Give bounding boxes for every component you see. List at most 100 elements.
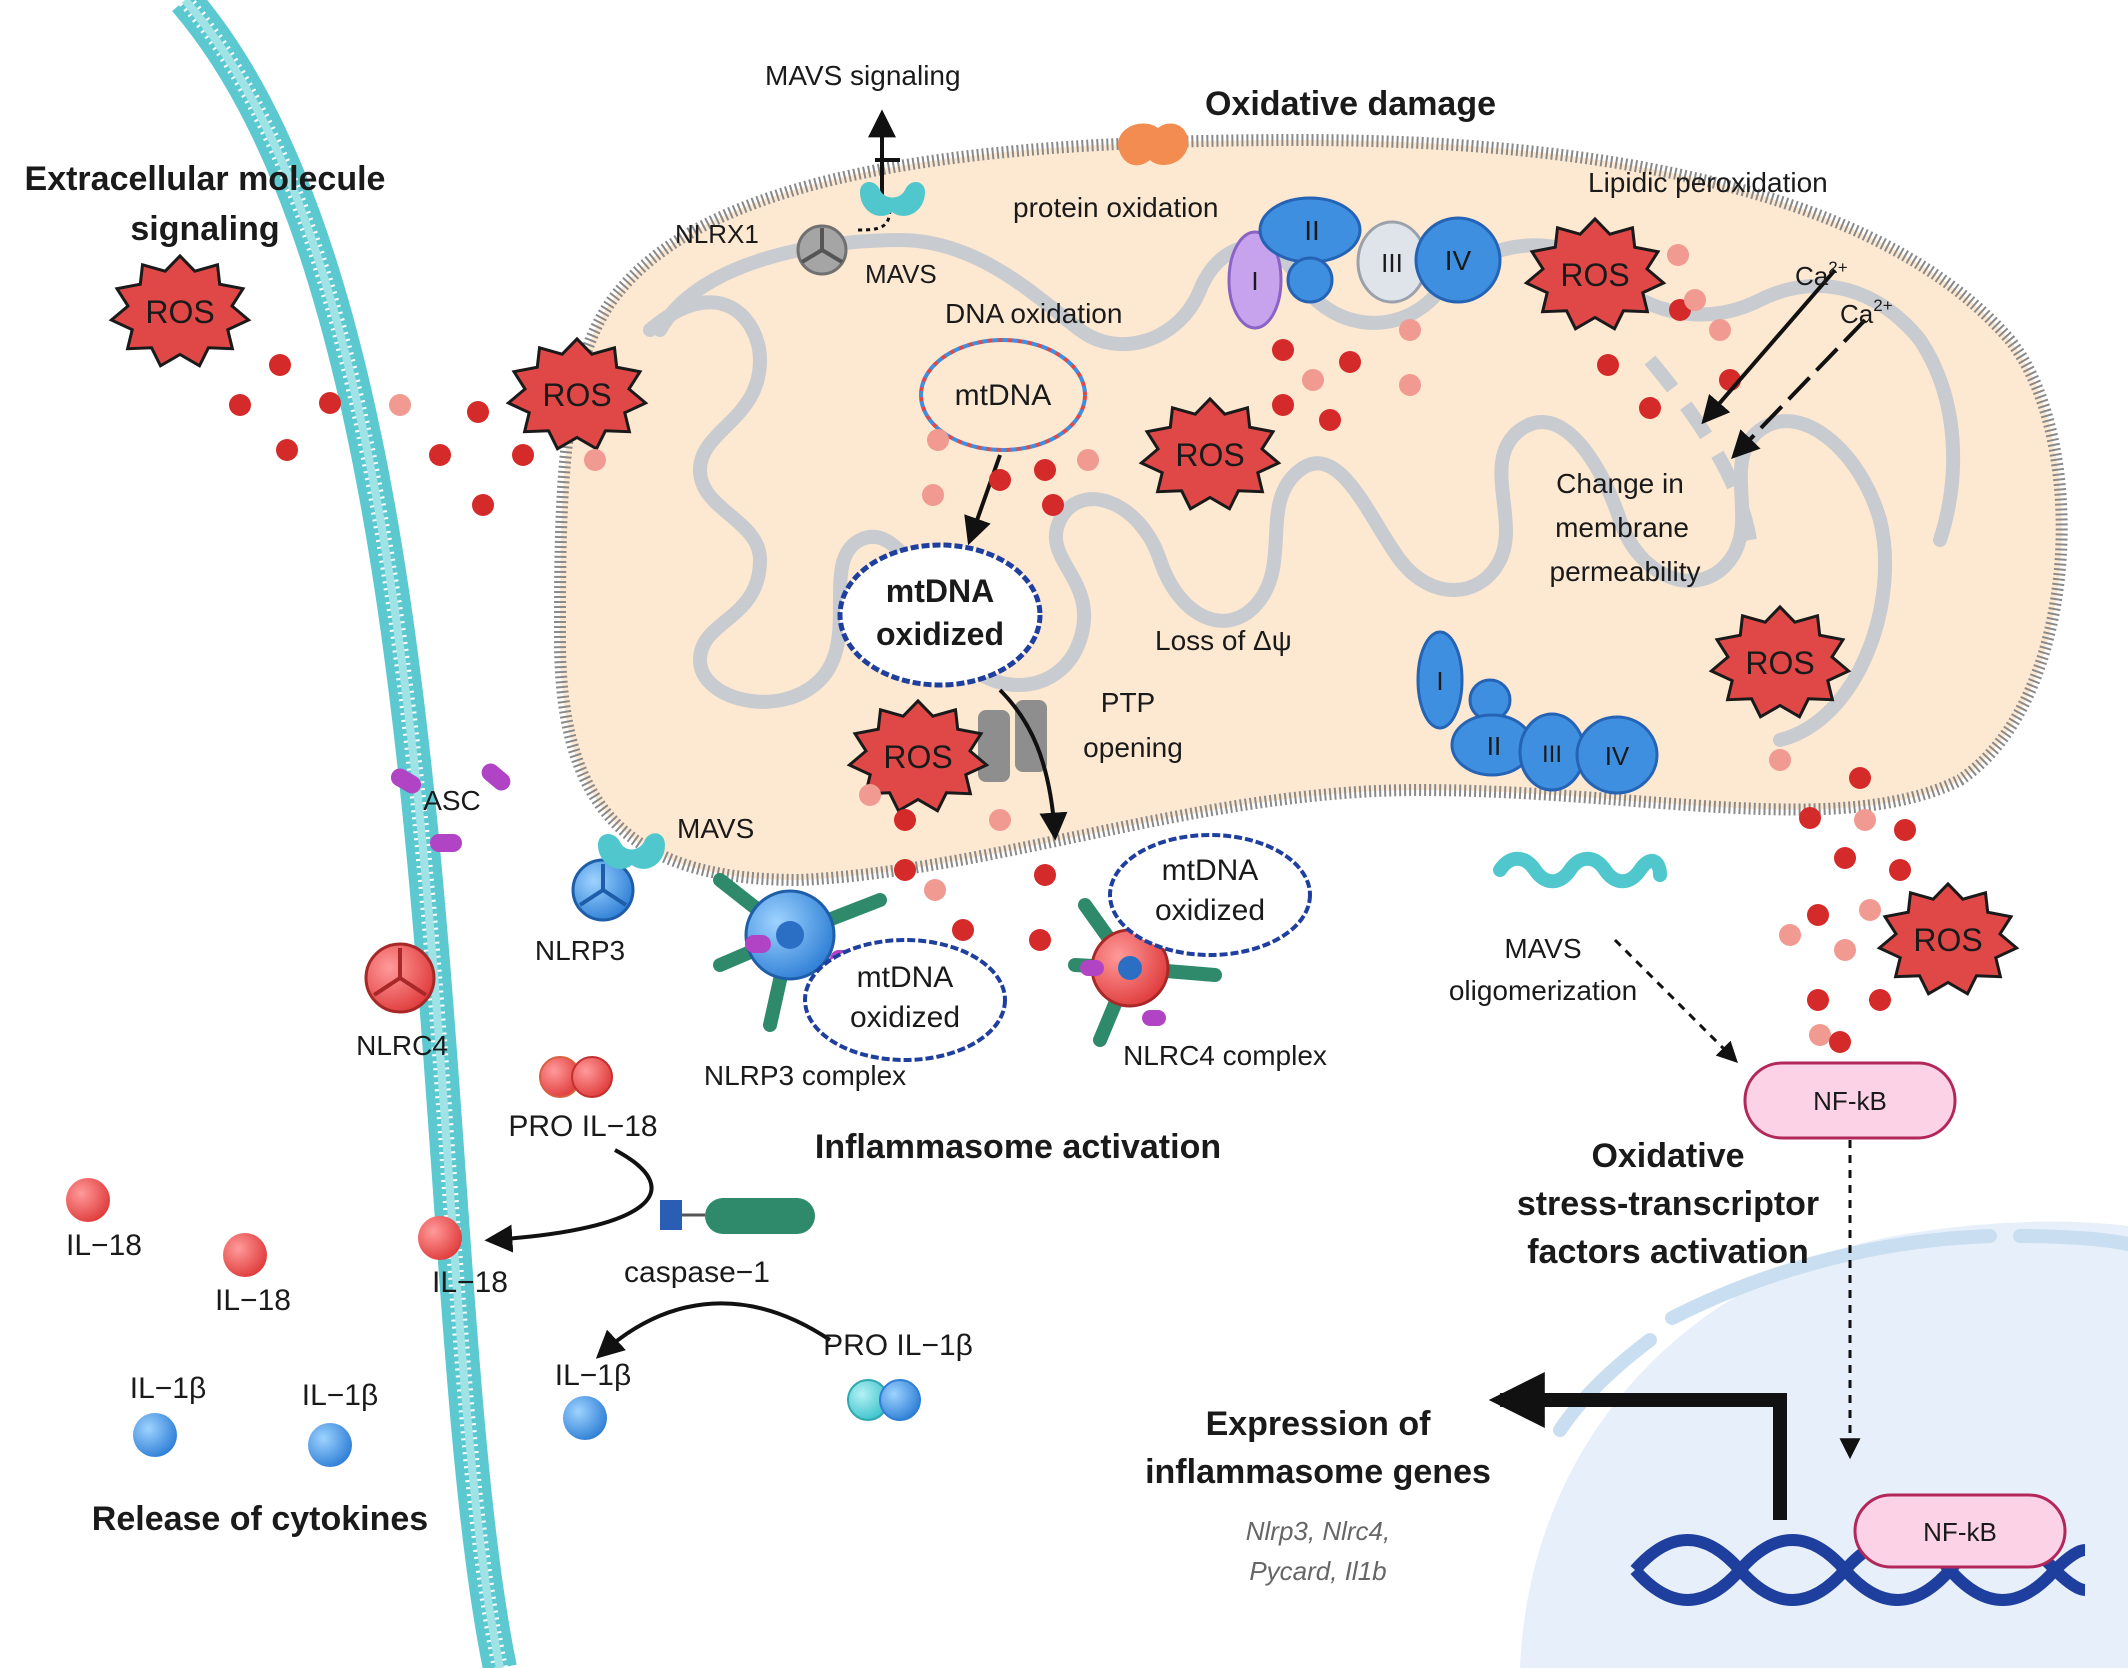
- permeability-label-2: membrane: [1555, 512, 1689, 543]
- svg-text:mtDNA: mtDNA: [857, 961, 954, 994]
- svg-text:II: II: [1304, 215, 1320, 246]
- ros-dot: [1869, 989, 1891, 1011]
- ros-dot: [894, 859, 916, 881]
- svg-text:mtDNA: mtDNA: [955, 379, 1052, 412]
- nlrc4-mtdna-oxidized: mtDNA oxidized: [1108, 833, 1312, 957]
- il1b-label-center: IL−1β: [555, 1359, 631, 1392]
- il18-molecule: [418, 1216, 462, 1260]
- ros-dot: [1272, 339, 1294, 361]
- svg-text:IV: IV: [1605, 741, 1630, 771]
- ros-matrix-center-label: ROS: [1175, 437, 1244, 473]
- ros-dot: [1769, 749, 1791, 771]
- ros-matrix-top-right-label: ROS: [1560, 257, 1629, 293]
- extracellular-title-1: Extracellular molecule: [25, 160, 386, 198]
- ros-membrane-label: ROS: [542, 377, 611, 413]
- ros-dot: [1302, 369, 1324, 391]
- mtdna-release-arrow: [998, 688, 1068, 841]
- ros-dot: [1034, 864, 1056, 886]
- ros-dot: [1809, 1024, 1831, 1046]
- svg-text:NF-kB: NF-kB: [1923, 1517, 1997, 1547]
- ros-ptp-star: ROS: [846, 698, 990, 813]
- nfkb-cyto: NF-kB: [1743, 1061, 1957, 1140]
- oxidative-tf-title-1: Oxidative: [1591, 1137, 1744, 1175]
- permeability-label-1: Change in: [1556, 468, 1684, 499]
- ros-dot: [1807, 904, 1829, 926]
- mavs-oligomerization-label-1: MAVS: [1504, 933, 1581, 964]
- ptp-label-1: PTP: [1101, 687, 1155, 718]
- ros-dot: [512, 444, 534, 466]
- mavs-oligomerization-label-2: oligomerization: [1449, 975, 1637, 1006]
- ros-dot: [429, 444, 451, 466]
- loss-of-potential-label: Loss of Δψ: [1155, 625, 1292, 656]
- ros-dot: [1399, 374, 1421, 396]
- release-cytokines-title: Release of cytokines: [92, 1500, 428, 1538]
- ros-dot: [472, 494, 494, 516]
- nfkb-nuclear: NF-kB: [1853, 1493, 2067, 1569]
- nlrp3-mtdna-oxidized: mtDNA oxidized: [803, 938, 1007, 1062]
- il1b-label-left-1: IL−1β: [130, 1372, 206, 1405]
- nucleus: [1520, 1221, 2128, 1668]
- ros-dot: [1639, 397, 1661, 419]
- ros-dot: [1597, 354, 1619, 376]
- ros-dot: [584, 449, 606, 471]
- oxidative-tf-title-2: stress-transcriptor: [1517, 1185, 1819, 1223]
- ros-dot: [269, 354, 291, 376]
- gene-list-2: Pycard, Il1b: [1249, 1556, 1386, 1586]
- ros-matrix-top-right-star: ROS: [1523, 216, 1667, 331]
- caspase1-icon: [660, 1198, 815, 1234]
- mavs-mid-label: MAVS: [677, 813, 754, 844]
- svg-text:IV: IV: [1445, 245, 1472, 276]
- released-il18-2: [223, 1233, 267, 1277]
- nlrc4-icon: [364, 942, 436, 1014]
- ros-cytosol-right-star: ROS: [1876, 881, 2020, 996]
- cell-membrane: [172, 0, 517, 1668]
- svg-text:III: III: [1542, 741, 1562, 768]
- mtdna-oxidized-main: mtDNA oxidized: [837, 542, 1043, 688]
- oxidative-damage-title: Oxidative damage: [1205, 85, 1496, 123]
- ros-dot: [859, 784, 881, 806]
- ros-matrix-right-label: ROS: [1745, 645, 1814, 681]
- svg-text:oxidized: oxidized: [850, 1001, 960, 1034]
- ros-layer: ROS ROS ROS ROS ROS ROS ROS: [108, 216, 2020, 996]
- ros-dot: [1709, 319, 1731, 341]
- nlrp3-complex-icon: [713, 873, 887, 1032]
- ros-matrix-right-star: ROS: [1708, 604, 1852, 719]
- ros-dot: [894, 809, 916, 831]
- svg-text:mtDNA: mtDNA: [1162, 854, 1259, 887]
- nlrc4-complex-label: NLRC4 complex: [1123, 1040, 1327, 1071]
- mavs-oligomer-icon: [1493, 851, 1667, 889]
- mavs-top-label: MAVS: [865, 259, 937, 289]
- svg-text:III: III: [1381, 248, 1403, 278]
- pro-il18-label: PRO IL−18: [508, 1110, 657, 1143]
- pro-il1b-label: PRO IL−1β: [823, 1329, 973, 1362]
- ros-dot: [319, 392, 341, 414]
- svg-text:NF-kB: NF-kB: [1813, 1086, 1887, 1116]
- ros-ptp-label: ROS: [883, 739, 952, 775]
- ros-dot: [1684, 289, 1706, 311]
- lipidic-peroxidation-label: Lipidic peroxidation: [1588, 167, 1828, 198]
- mitochondrion: [553, 133, 2068, 887]
- il18-label-left-1: IL−18: [66, 1229, 142, 1262]
- ros-dot: [924, 879, 946, 901]
- inflammasome-activation-title: Inflammasome activation: [815, 1128, 1221, 1166]
- ros-dot: [989, 469, 1011, 491]
- released-il1b-1: [133, 1413, 177, 1457]
- expression-title-1: Expression of: [1206, 1405, 1432, 1443]
- etc-complexes-top: I II III IV: [1227, 196, 1502, 330]
- ros-dot-layer: [229, 244, 1916, 1053]
- svg-text:I: I: [1436, 666, 1443, 696]
- nlrc4-label: NLRC4: [356, 1030, 448, 1061]
- ros-extracellular-star: ROS: [108, 253, 252, 368]
- ca-arrow-1: [1701, 268, 1837, 425]
- nlrc4-complex-icon: [1068, 898, 1222, 1047]
- ros-dot: [1779, 924, 1801, 946]
- ros-dot: [1399, 319, 1421, 341]
- ros-dot: [952, 919, 974, 941]
- permeability-label-3: permeability: [1550, 556, 1701, 587]
- ros-dot: [1272, 394, 1294, 416]
- ca-arrow-2: [1731, 318, 1867, 460]
- mavs-signaling-label: MAVS signaling: [765, 60, 961, 91]
- ros-dot: [1849, 767, 1871, 789]
- nlrp3-icon: [571, 858, 635, 922]
